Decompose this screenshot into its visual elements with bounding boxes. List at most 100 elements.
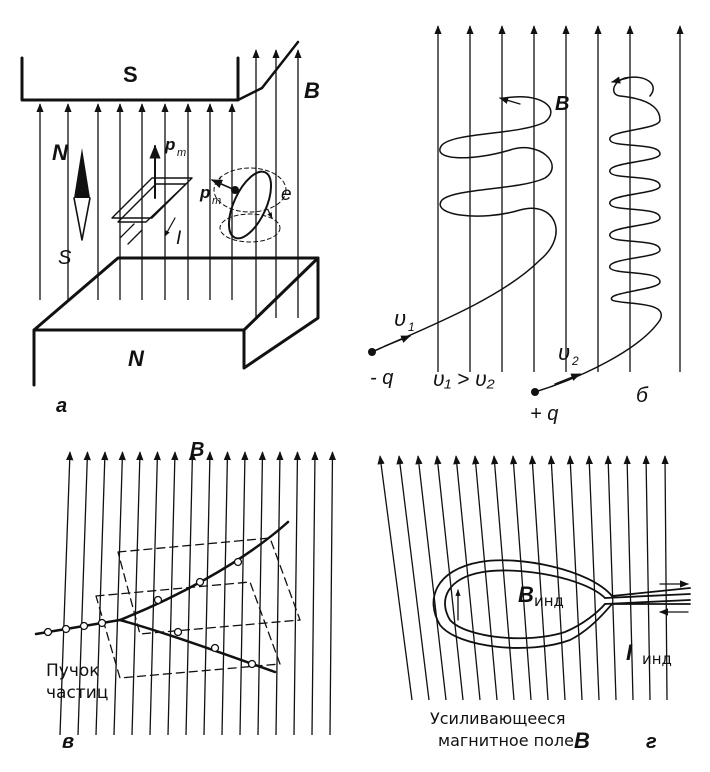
moment-label: p	[164, 135, 175, 154]
field-line	[415, 455, 447, 701]
current-label: I	[176, 228, 182, 249]
field-line	[604, 455, 617, 701]
beam-particle	[97, 618, 107, 628]
field-line	[149, 451, 161, 736]
field-line	[203, 451, 214, 736]
field-line	[328, 451, 337, 736]
field-line	[167, 451, 179, 736]
beam-upper	[118, 520, 290, 622]
v1-subscript: 1	[408, 320, 415, 334]
panel-c: B Пучок частиц в	[34, 439, 337, 753]
field-label-a: B	[304, 78, 320, 103]
field-line	[509, 455, 532, 701]
field-lines-c	[59, 451, 337, 736]
field-line	[547, 455, 566, 701]
field-line	[623, 455, 634, 701]
velocity-compare: υ₁ > υ₂	[433, 368, 495, 391]
field-lines-b	[434, 25, 684, 372]
field-line	[377, 455, 413, 701]
field-line	[311, 451, 319, 736]
field-line	[77, 451, 91, 736]
field-line	[472, 455, 498, 701]
plus-q-label: + q	[530, 403, 558, 425]
helix-large	[371, 96, 557, 353]
beam-particle	[79, 621, 89, 631]
field-ind-label: B	[518, 582, 534, 607]
lower-magnet-sides	[32, 256, 320, 387]
moment2-prime: '	[218, 173, 222, 189]
electron-orbit	[210, 167, 287, 243]
negative-charge	[368, 348, 376, 356]
beam-label-line1: Пучок	[46, 661, 100, 681]
moment2-subscript: m	[212, 195, 221, 207]
field-line	[275, 451, 284, 736]
beam-particle	[210, 643, 220, 653]
field-line	[221, 451, 231, 736]
v2-subscript: 2	[571, 354, 579, 368]
caption-line1: Усиливающееся	[430, 709, 565, 728]
field-line	[661, 455, 669, 701]
field-line	[239, 451, 249, 736]
minus-q-label: - q	[370, 367, 393, 389]
caption-field-symbol: B	[574, 728, 590, 753]
field-ind-subscript: инд	[534, 592, 564, 610]
compass-needle	[73, 148, 91, 241]
panel-d: B инд I инд Усиливающееся магнитное поле…	[377, 455, 691, 753]
loop-leads	[604, 587, 691, 605]
beam-particle	[153, 595, 163, 605]
beam-particles	[43, 557, 257, 669]
beam-lower	[118, 618, 277, 674]
electron-label: e	[281, 184, 292, 205]
beam-particle	[61, 624, 71, 634]
field-label-c: B	[190, 439, 204, 461]
field-line	[113, 451, 126, 736]
upper-magnet-front	[20, 56, 240, 102]
field-line	[642, 455, 651, 701]
beam-particle	[195, 577, 205, 587]
moment-subscript: m	[177, 147, 186, 159]
moment2-label: p	[199, 183, 210, 202]
field-lines-a	[36, 49, 302, 318]
needle-north-label: N	[52, 140, 69, 165]
field-line	[257, 451, 267, 736]
field-line	[491, 455, 515, 701]
field-line	[566, 455, 583, 701]
v1-label: υ	[394, 306, 406, 331]
field-label-b: B	[555, 93, 569, 115]
loop-inner	[444, 569, 606, 640]
field-line	[528, 455, 549, 701]
current-loop	[111, 144, 193, 245]
field-line	[95, 451, 109, 736]
caption-line2: магнитное поле	[438, 731, 574, 750]
pole-bottom-label: N	[128, 346, 145, 371]
loop-outer	[432, 559, 613, 649]
field-lines-d	[377, 455, 669, 701]
v2-label: υ	[558, 340, 570, 365]
dashed-planes	[95, 537, 301, 679]
field-line	[185, 451, 196, 736]
current-ind-label: I	[626, 640, 633, 665]
field-line	[585, 455, 600, 701]
needle-south-label: S	[58, 247, 72, 269]
helix-small	[534, 76, 663, 393]
beam-label-line2: частиц	[46, 683, 108, 703]
beam-particle	[173, 627, 183, 637]
panel-a: S N N S B p m p m ' I e а	[20, 40, 320, 417]
beam-particle	[247, 659, 257, 669]
panel-b-tag: б	[636, 384, 649, 407]
field-line	[293, 451, 302, 736]
upper-magnet-edge	[236, 40, 300, 102]
panel-c-tag: в	[62, 731, 74, 753]
field-line	[396, 455, 430, 701]
field-line	[453, 455, 481, 701]
field-line	[59, 451, 74, 736]
beam-particle	[233, 557, 243, 567]
pole-top-label: S	[123, 62, 138, 87]
panel-b: B υ 1 υ 2 υ₁ > υ₂ - q + q б	[368, 25, 684, 425]
panel-a-tag: а	[56, 395, 67, 417]
field-line	[434, 455, 464, 701]
positive-charge	[531, 388, 539, 396]
panel-d-tag: г	[646, 731, 657, 753]
